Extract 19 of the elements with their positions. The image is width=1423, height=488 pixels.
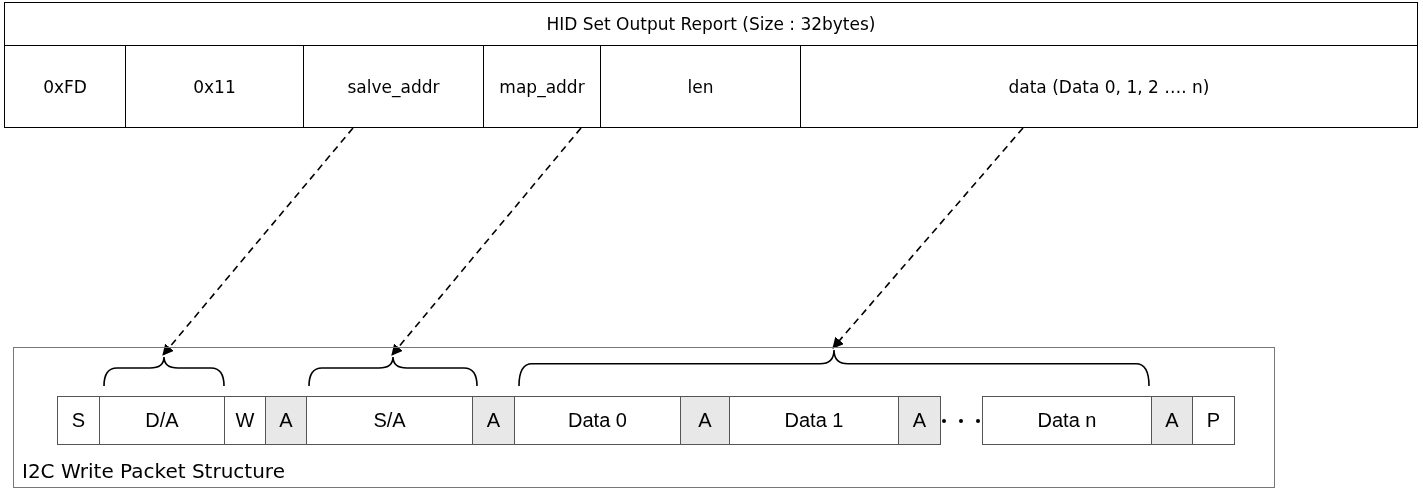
- packet-field: P: [1192, 396, 1235, 445]
- dashed-arrow: [162, 127, 354, 356]
- curly-brace: [103, 356, 225, 386]
- frame-title: I2C Write Packet Structure: [22, 459, 285, 483]
- packet-field: A: [898, 396, 941, 445]
- packet-field: A: [680, 396, 730, 445]
- table-header: HID Set Output Report (Size : 32bytes): [4, 2, 1418, 46]
- dashed-arrow: [832, 127, 1024, 349]
- packet-field: A: [1151, 396, 1193, 445]
- packet-field: A: [265, 396, 307, 445]
- packet-frame: [13, 347, 1275, 488]
- dashed-arrow: [391, 127, 582, 356]
- table-cell: 0xFD: [4, 45, 126, 128]
- table-cell: data (Data 0, 1, 2 …. n): [800, 45, 1418, 128]
- packet-field: A: [472, 396, 515, 445]
- packet-field: D/A: [99, 396, 225, 445]
- packet-field: S: [57, 396, 100, 445]
- curly-brace: [308, 356, 478, 386]
- curly-brace: [518, 349, 1150, 386]
